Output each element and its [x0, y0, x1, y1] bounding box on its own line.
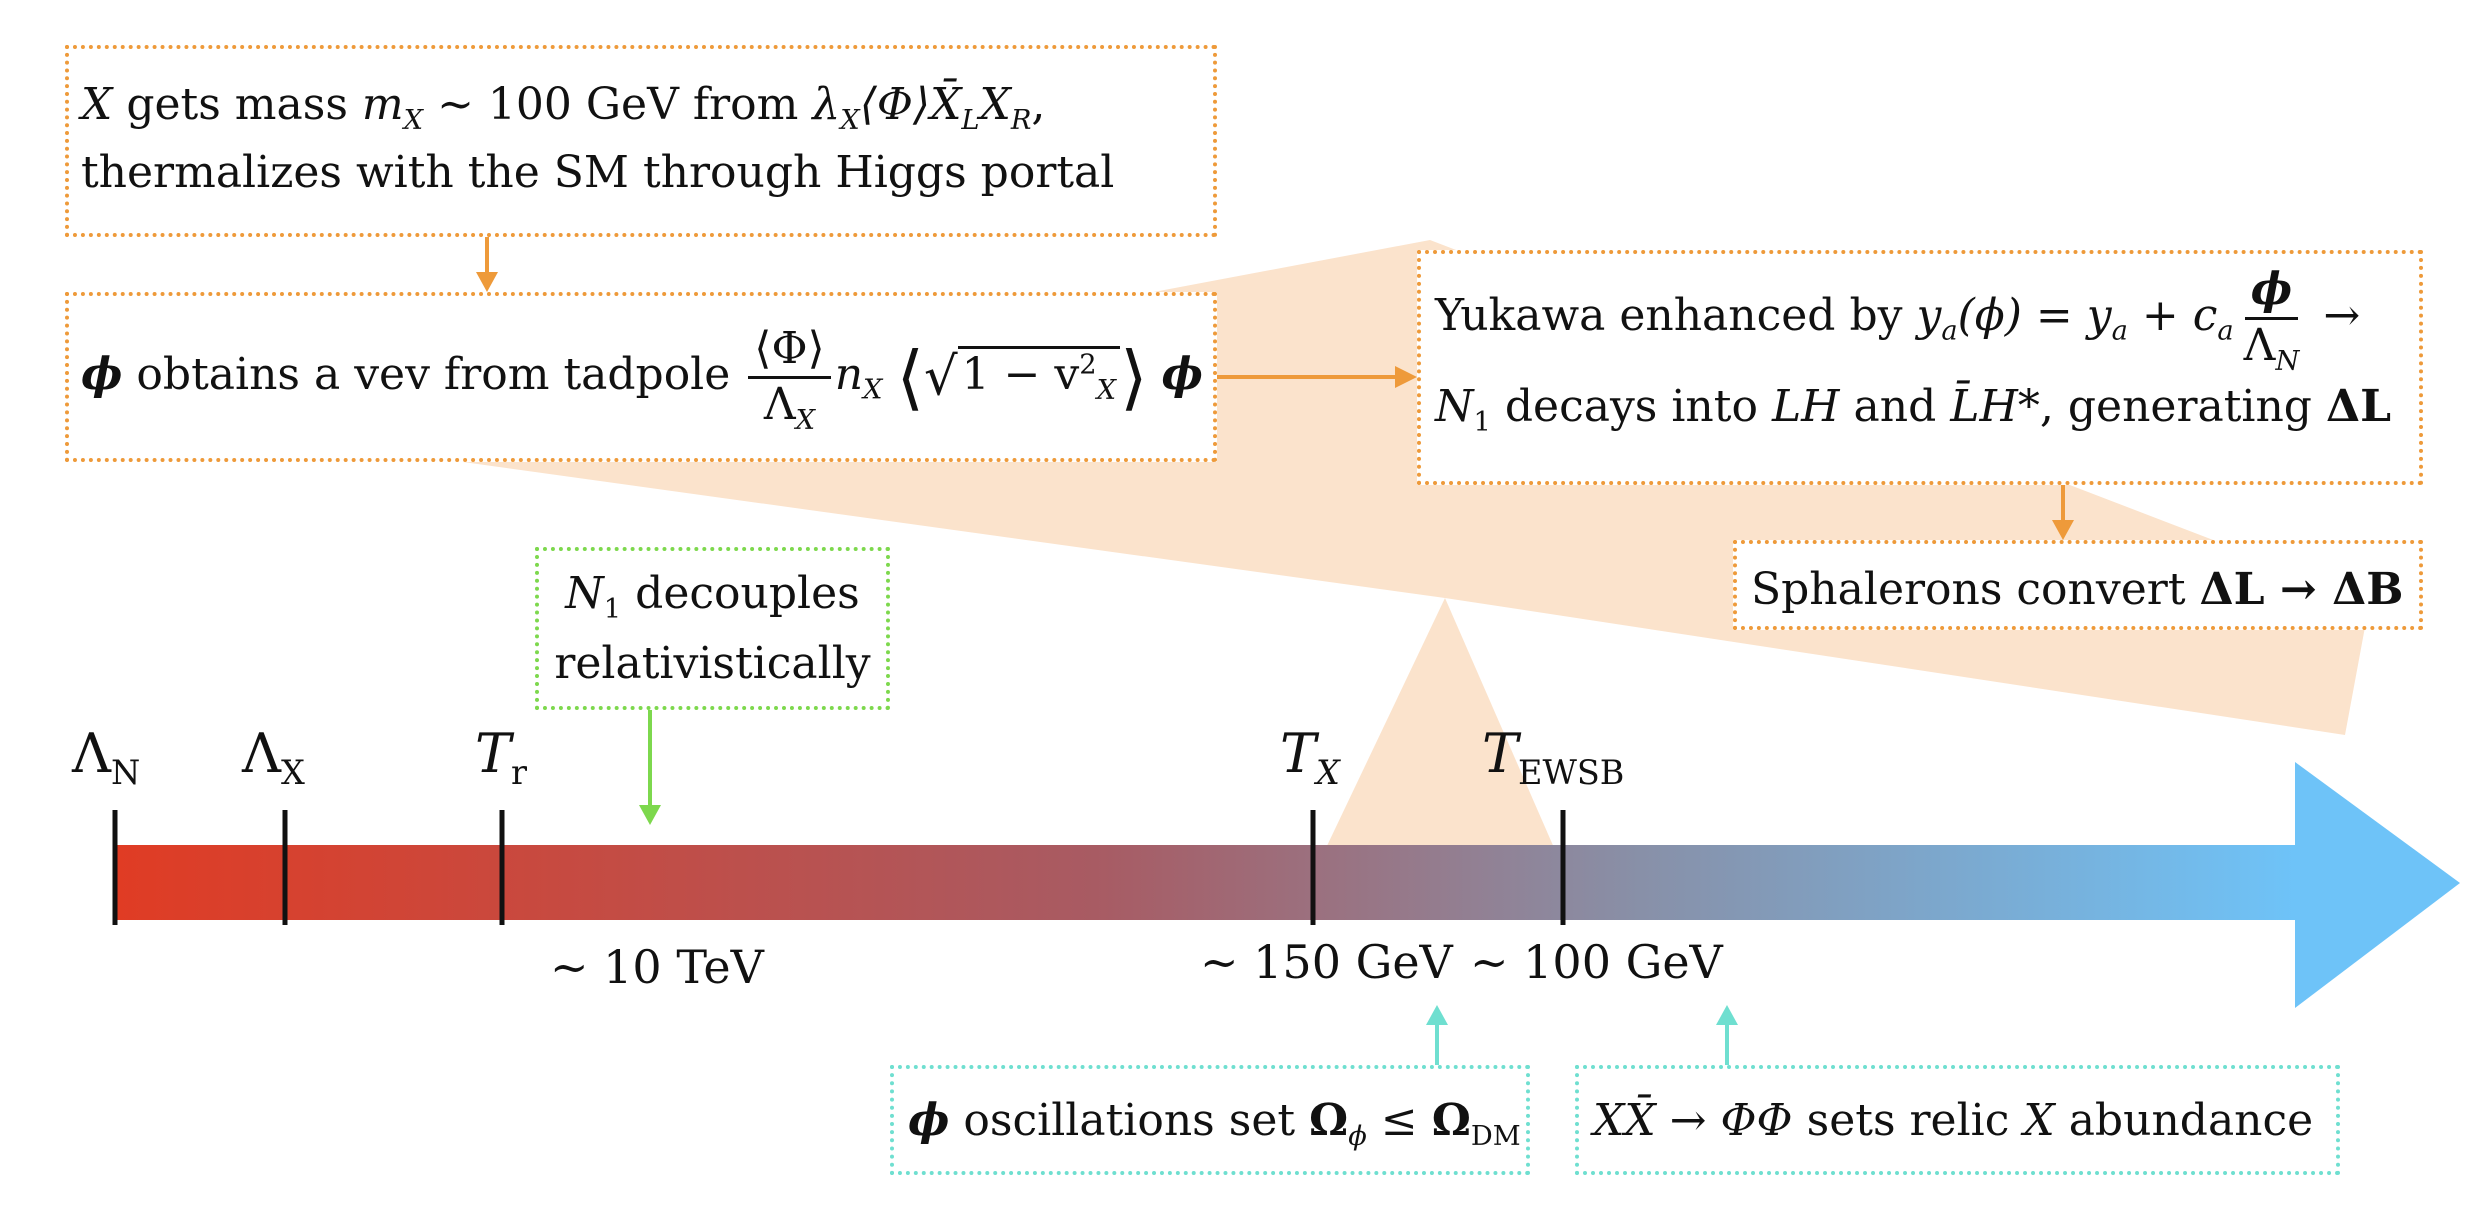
arrow-down-orange-2 — [2052, 520, 2074, 540]
timeline-bar — [115, 845, 2295, 920]
yukawa-line2: N1 decays into LH and L̄H*, generating Δ… — [1435, 380, 2392, 438]
timeline-arrowhead — [2295, 762, 2460, 1008]
tick-label-t-ewsb: TEWSB — [1482, 722, 1625, 792]
phi-oscillations-line: ϕ oscillations set Ωϕ ≤ ΩDM — [908, 1095, 1521, 1152]
x-mass-line1: X gets mass mX ~ 100 GeV from λX⟨Φ⟩X̄LXR… — [81, 79, 1046, 136]
x-mass-box: X gets mass mX ~ 100 GeV from λX⟨Φ⟩X̄LXR… — [65, 45, 1217, 237]
energy-label-10tev: ~ 10 TeV — [550, 940, 764, 994]
tick-label-lambda-n: ΛN — [72, 722, 141, 792]
tick-label-t-r: Tr — [475, 722, 528, 792]
shade-triangle — [1325, 598, 1555, 850]
sphalerons-line: Sphalerons convert ΔL → ΔB — [1751, 564, 2404, 615]
n1-decouples-box: N1 decouples relativistically — [535, 547, 890, 710]
relic-line: XX̄ → ΦΦ sets relic X abundance — [1593, 1095, 2314, 1146]
tadpole-fraction: ⟨Φ⟩ ΛX — [748, 323, 831, 433]
phi-vev-box: ϕ obtains a vev from tadpole ⟨Φ⟩ ΛX nX ⟨… — [65, 292, 1217, 462]
phi-oscillations-box: ϕ oscillations set Ωϕ ≤ ΩDM — [890, 1065, 1530, 1175]
energy-label-150gev: ~ 150 GeV — [1200, 935, 1453, 989]
arrow-right-orange — [1395, 366, 1417, 388]
arrow-down-green — [639, 805, 661, 825]
tick-label-lambda-x: ΛX — [242, 722, 305, 792]
phi-vev-line: ϕ obtains a vev from tadpole ⟨Φ⟩ ΛX nX ⟨… — [81, 322, 1203, 436]
n1-decouples-line2: relativistically — [554, 638, 871, 690]
sqrt-expression: 1 − v2X — [957, 345, 1121, 403]
sphalerons-box: Sphalerons convert ΔL → ΔB — [1733, 540, 2423, 630]
tick-label-t-x: TX — [1280, 722, 1340, 792]
energy-label-100gev: ~ 100 GeV — [1470, 935, 1723, 989]
arrow-down-orange-1 — [476, 272, 498, 292]
arrow-up-teal-2 — [1716, 1005, 1738, 1025]
x-mass-line2: thermalizes with the SM through Higgs po… — [81, 147, 1115, 199]
n1-decouples-line1: N1 decouples — [565, 568, 860, 625]
relic-abundance-box: XX̄ → ΦΦ sets relic X abundance — [1575, 1065, 2340, 1175]
arrow-up-teal-1 — [1426, 1005, 1448, 1025]
